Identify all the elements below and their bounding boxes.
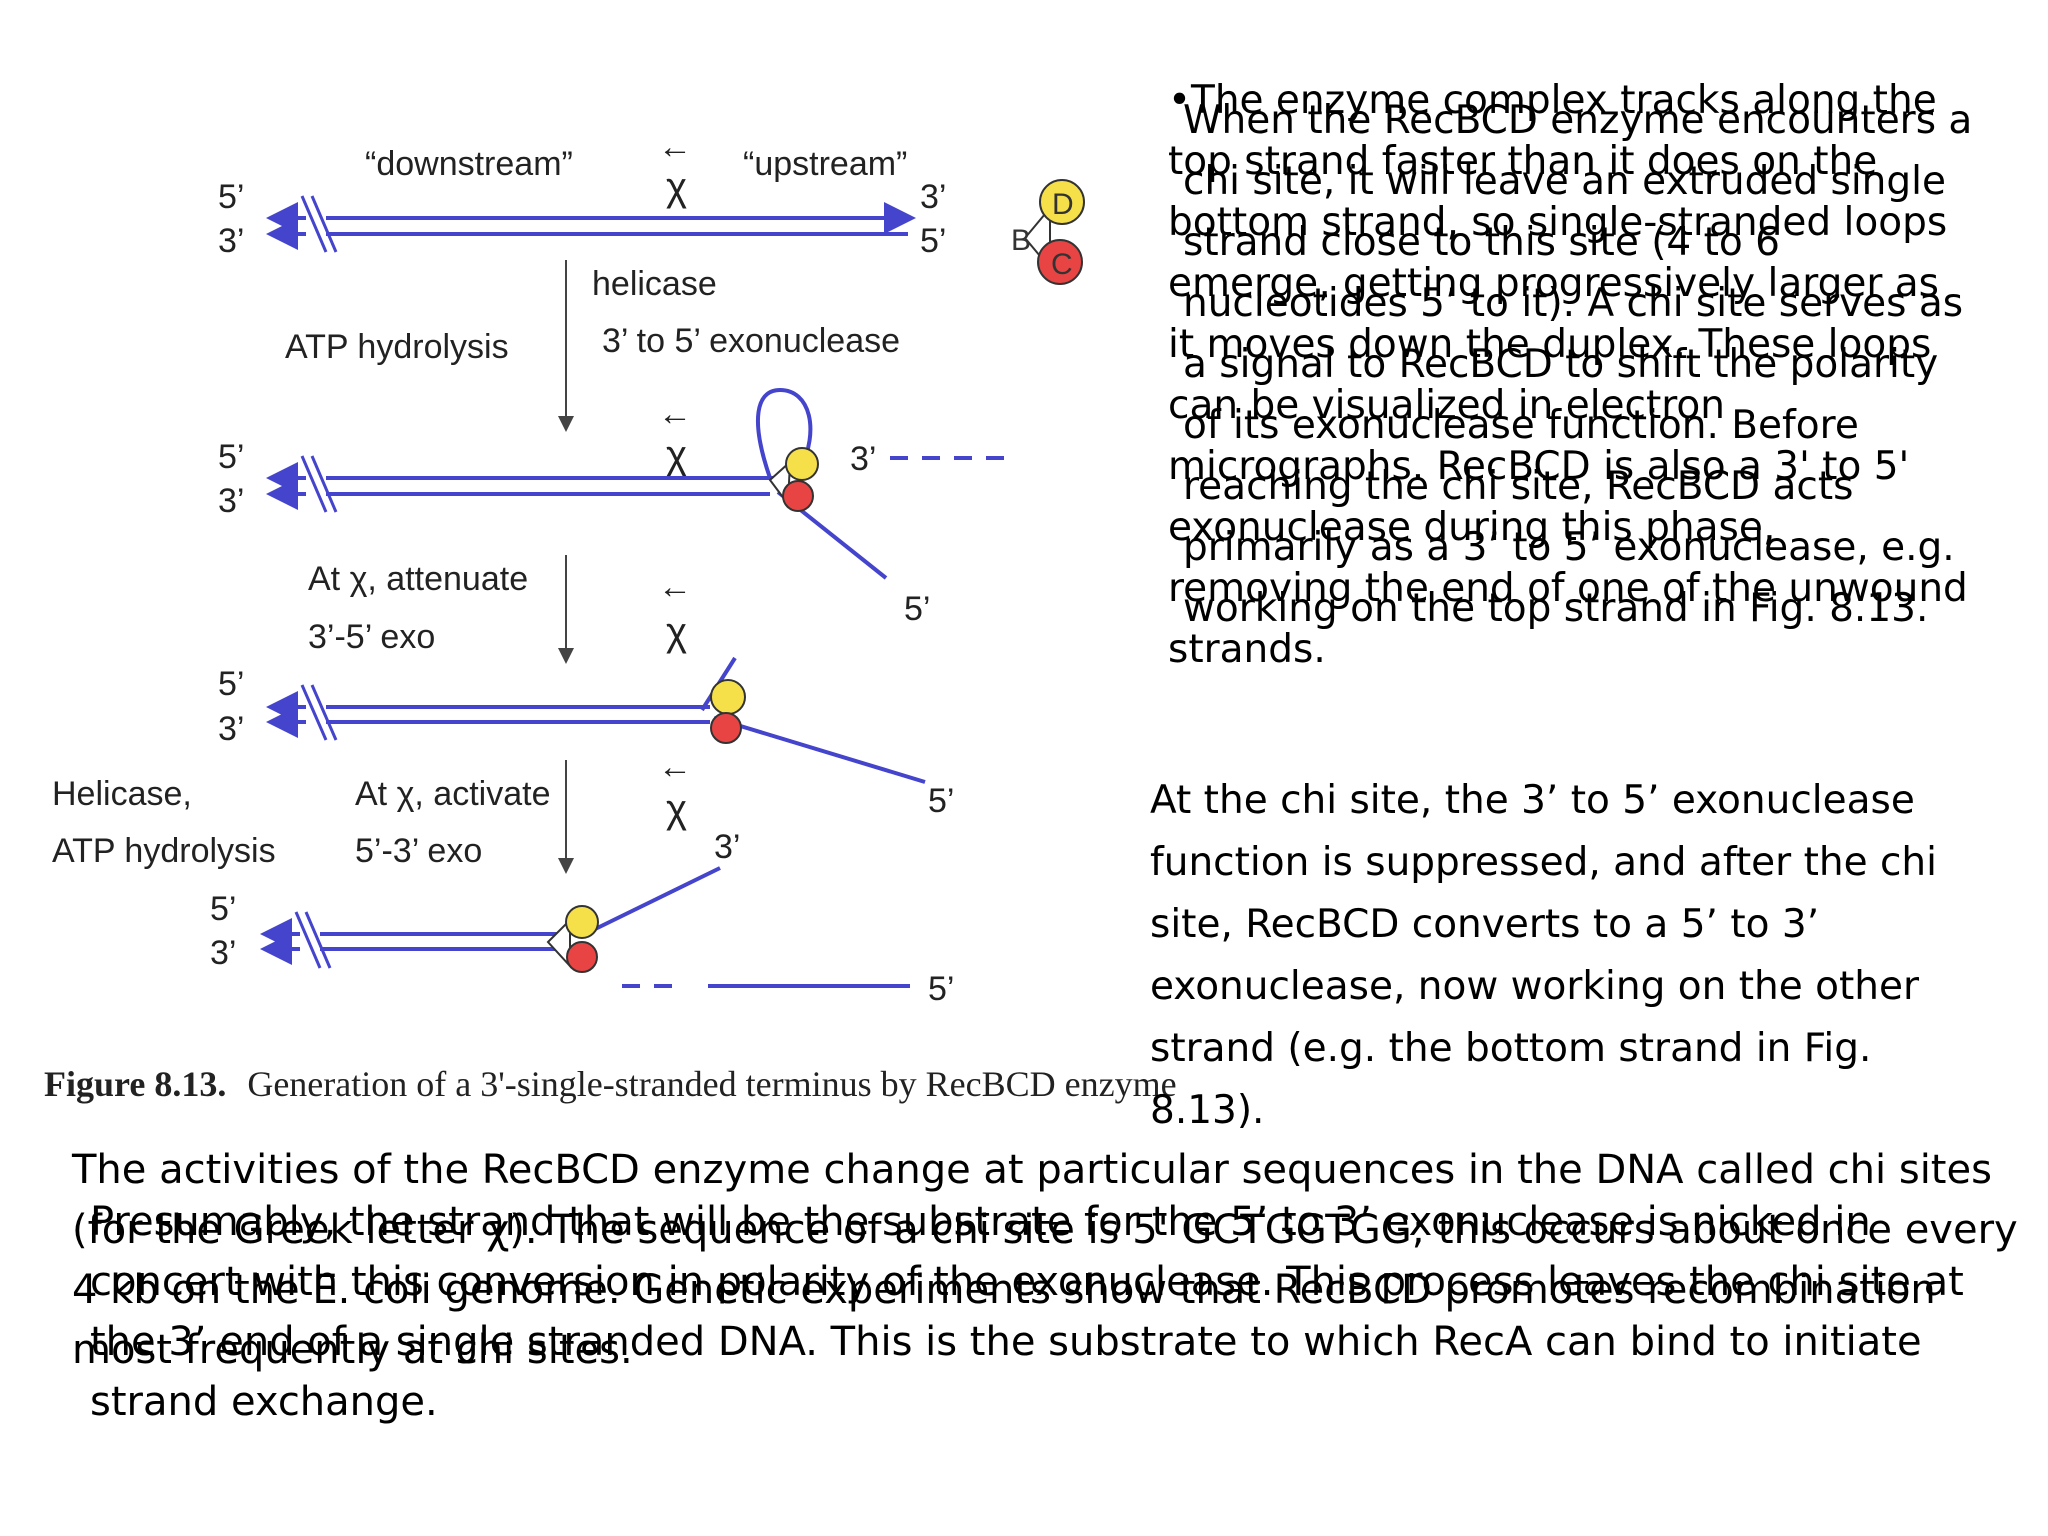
recc-subunit: [1037, 239, 1083, 285]
arrow-chi-3: ←: [658, 568, 692, 606]
dna-row-4: ← χ 5’ 3’ 5’ 3’ 5’: [210, 748, 954, 1008]
row4-5prime-left: 5’: [210, 890, 236, 928]
recbcd-enzyme-row3: [710, 679, 746, 744]
label-atp-hydrolysis-2: ATP hydrolysis: [52, 832, 276, 870]
row4-single-strand: [584, 866, 721, 936]
row4-5prime-right: 5’: [928, 970, 954, 1008]
row1-3prime-left: 3’: [218, 222, 244, 260]
text-enzyme-tracks: •The enzyme complex tracks along the top…: [1168, 78, 1968, 672]
text-at-chi-site: At the chi site, the 3’ to 5’ exonucleas…: [1150, 778, 1937, 1133]
row3-5prime-left: 5’: [218, 665, 244, 703]
label-downstream: “downstream”: [365, 145, 573, 183]
label-upstream: “upstream”: [743, 145, 907, 183]
subunit-c-label: C: [1051, 248, 1073, 281]
dna-row-3: ← χ 5’ 3’: [218, 568, 926, 784]
row3-unwound-strand: [713, 716, 926, 784]
row2-5prime-left: 5’: [218, 438, 244, 476]
label-helicase-comma: Helicase,: [52, 775, 192, 813]
chi-3: χ: [666, 610, 687, 654]
text-encounters-chi: When the RecBCD enzyme encounters a chi …: [1183, 98, 1973, 631]
label-at-chi-attenuate: At χ, attenuate: [308, 560, 528, 598]
chi-2: χ: [666, 433, 687, 477]
chi-4: χ: [666, 787, 687, 831]
row2-5prime-right: 5’: [904, 590, 930, 628]
text-activities: The activities of the RecBCD enzyme chan…: [72, 1147, 2018, 1373]
row3-3prime-left: 3’: [218, 710, 244, 748]
arrow-chi-1: ←: [658, 128, 692, 166]
row4-3prime-left: 3’: [210, 934, 236, 972]
dna-row-1: “downstream” ← χ “upstream” 5’ 3’ 3’ 5’ …: [218, 128, 1085, 285]
row2-3prime-right: 3’: [850, 440, 876, 478]
subunit-b-label: B: [1011, 224, 1031, 257]
caption-bold: Figure 8.13.: [44, 1064, 226, 1104]
arrow-chi-4: ←: [658, 748, 692, 786]
label-at-chi-activate: At χ, activate: [355, 775, 550, 813]
label-5-3-exo: 5’-3’ exo: [355, 832, 482, 870]
recd-subunit: [1039, 179, 1085, 225]
figure-caption: Figure 8.13. Generation of a 3'-single-s…: [44, 1064, 1177, 1104]
row4-3prime-upper: 3’: [714, 828, 740, 866]
row4-5prime-upper: 5’: [928, 782, 954, 820]
row1-5prime-right: 5’: [920, 222, 946, 260]
dna-row-2: ← χ 5’ 3’ 3’ 5’: [218, 387, 1010, 628]
recbcd-figure: “downstream” ← χ “upstream” 5’ 3’ 3’ 5’ …: [44, 128, 1177, 1104]
recbcd-enzyme-row2: [768, 447, 819, 512]
subunit-d-label: D: [1052, 188, 1074, 221]
label-3-5-exo: 3’-5’ exo: [308, 618, 435, 656]
label-helicase: helicase: [592, 265, 717, 303]
label-3-to-5-exonuclease: 3’ to 5’ exonuclease: [602, 322, 900, 360]
row2-3prime-left: 3’: [218, 482, 244, 520]
chi-1: χ: [666, 165, 687, 209]
label-atp-hydrolysis: ATP hydrolysis: [285, 328, 509, 366]
recbcd-enzyme-full: B D C: [1011, 179, 1085, 285]
row1-5prime-left: 5’: [218, 178, 244, 216]
row2-loop: [756, 387, 813, 479]
text-presumably: Presumably, the strand that will be the …: [90, 1199, 1964, 1425]
recbcd-enzyme-row4: [546, 905, 599, 973]
arrow-chi-2: ←: [658, 395, 692, 433]
caption-text: Generation of a 3'-single-stranded termi…: [247, 1064, 1176, 1104]
row1-3prime-right: 3’: [920, 178, 946, 216]
